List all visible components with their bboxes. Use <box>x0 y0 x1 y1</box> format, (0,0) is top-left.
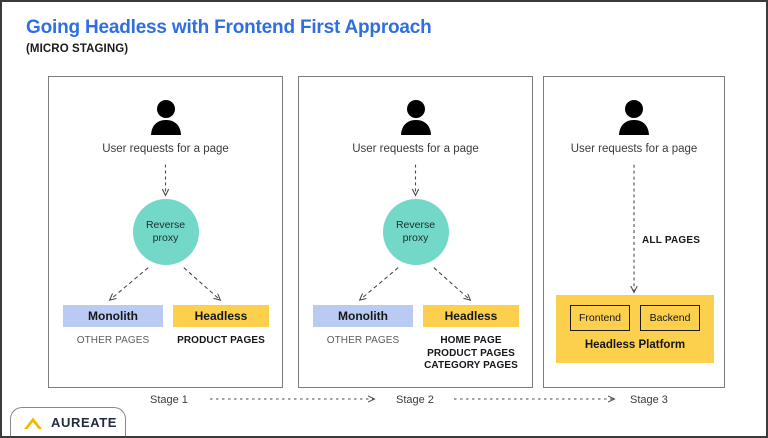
headless-box: Headless <box>173 305 269 327</box>
user-request-label: User requests for a page <box>570 143 698 155</box>
user-icon <box>145 97 187 139</box>
header: Going Headless with Frontend First Appro… <box>26 16 726 55</box>
stage-3-label: Stage 3 <box>630 394 668 406</box>
proxy-line-1: Reverse <box>145 219 186 231</box>
all-pages-label: ALL PAGES <box>642 235 701 246</box>
page-subtitle: (MICRO STAGING) <box>26 43 129 55</box>
headless-note-line-2: PRODUCT PAGES <box>427 347 515 359</box>
headless-note-line-1: HOME PAGE <box>440 335 502 346</box>
platform-label: Headless Platform <box>584 339 686 351</box>
proxy-line-2: proxy <box>402 232 429 244</box>
monolith-box: Monolith <box>63 305 163 327</box>
stage-3-panel: User requests for a page ALL PAGES Front… <box>543 76 725 388</box>
platform-components: Frontend Backend <box>556 305 714 331</box>
user-icon <box>613 97 655 139</box>
monolith-box: Monolith <box>313 305 413 327</box>
user-icon <box>395 97 437 139</box>
backend-box: Backend <box>640 305 700 331</box>
chevron-up-icon <box>24 417 42 429</box>
stage-1-label: Stage 1 <box>150 394 188 406</box>
reverse-proxy-node: Reverse proxy <box>382 199 449 265</box>
stage-2-panel: User requests for a page Reverse proxy M… <box>298 76 533 388</box>
stage-2-label: Stage 2 <box>396 394 434 406</box>
headless-note-line-3: CATEGORY PAGES <box>424 360 518 371</box>
user-request-label: User requests for a page <box>102 143 229 155</box>
monolith-note: OTHER PAGES <box>76 335 150 346</box>
monolith-note: OTHER PAGES <box>326 335 400 346</box>
reverse-proxy-node: Reverse proxy <box>132 199 199 265</box>
headless-note: PRODUCT PAGES <box>177 335 265 346</box>
frontend-box: Frontend <box>570 305 630 331</box>
brand-name: AUREATE <box>51 415 118 430</box>
proxy-line-2: proxy <box>152 232 179 244</box>
headless-platform-block: Frontend Backend Headless Platform <box>556 295 714 363</box>
brand-logo: AUREATE <box>10 407 126 436</box>
headless-box: Headless <box>423 305 519 327</box>
stage-1-panel: User requests for a page Reverse proxy M… <box>48 76 283 388</box>
headless-note: HOME PAGE PRODUCT PAGES CATEGORY PAGES <box>417 335 525 373</box>
page-title: Going Headless with Frontend First Appro… <box>26 17 432 38</box>
proxy-line-1: Reverse <box>395 219 436 231</box>
user-request-label: User requests for a page <box>352 143 479 155</box>
